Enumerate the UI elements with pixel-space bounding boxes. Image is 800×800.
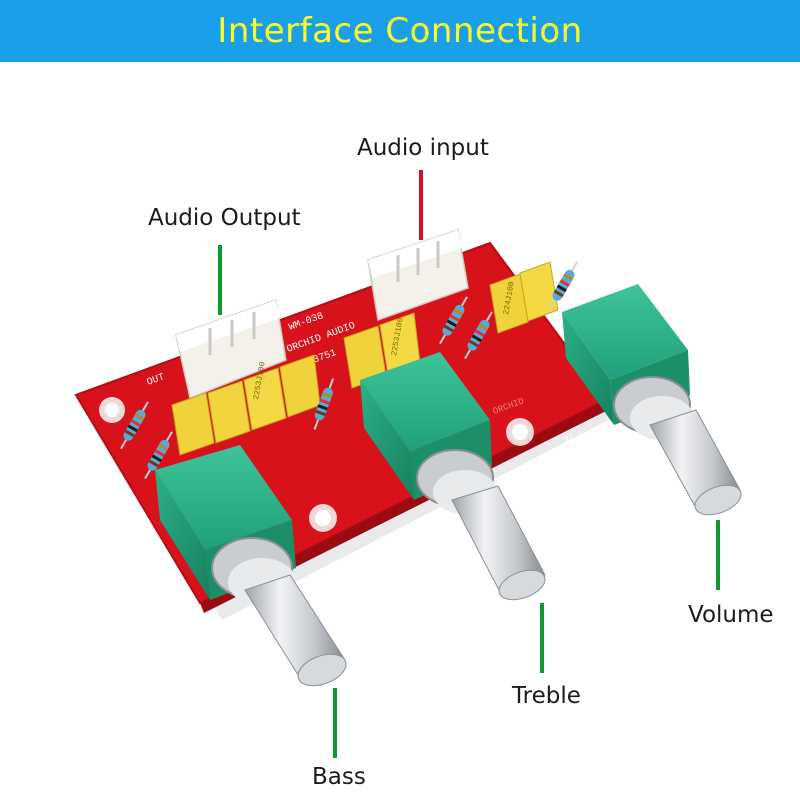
- volume-leader-line: [716, 520, 720, 590]
- audio-output-connector: [175, 298, 287, 400]
- title-banner: Interface Connection: [0, 0, 800, 62]
- bass-label: Bass: [312, 764, 366, 790]
- audio-input-label: Audio input: [357, 135, 489, 161]
- audio-input-leader-line: [419, 170, 423, 240]
- pcb-edge: [200, 400, 608, 613]
- capacitor: 224J100: [489, 261, 559, 334]
- mounting-hole: [309, 504, 337, 532]
- volume-potentiometer: [562, 284, 742, 516]
- bass-leader-line: [333, 688, 337, 758]
- audio-output-leader-line: [218, 245, 222, 315]
- bass-potentiometer: [155, 445, 347, 687]
- capacitor: 2253J100: [343, 312, 421, 389]
- mounting-hole: [99, 397, 125, 423]
- page-title: Interface Connection: [217, 11, 583, 51]
- volume-label: Volume: [688, 602, 774, 628]
- treble-potentiometer: [360, 352, 546, 601]
- audio-input-connector: [367, 229, 469, 322]
- treble-label: Treble: [512, 683, 581, 709]
- audio-output-label: Audio Output: [148, 205, 301, 231]
- treble-leader-line: [540, 603, 544, 673]
- mounting-hole: [506, 418, 534, 446]
- capacitor: 2253J100: [171, 354, 321, 456]
